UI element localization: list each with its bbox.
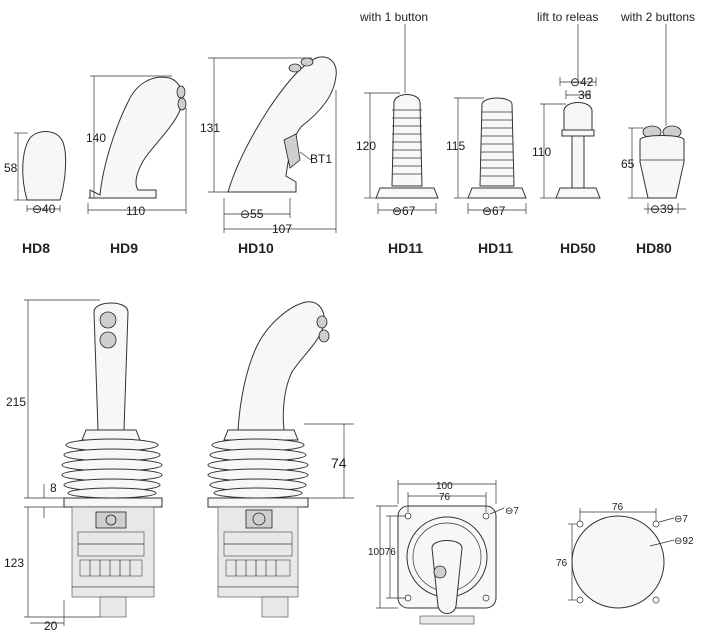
hd8-handle bbox=[14, 131, 67, 212]
hd11b-height: 115 bbox=[446, 139, 465, 153]
hd11a-diameter: ⊖67 bbox=[392, 204, 416, 218]
hd50-note: lift to releas bbox=[537, 10, 598, 24]
front-gap: 8 bbox=[50, 481, 57, 495]
side-view-joystick bbox=[207, 301, 330, 618]
cutout-width: 76 bbox=[612, 502, 624, 513]
top-inner-width: 76 bbox=[439, 492, 451, 503]
cutout-height: 76 bbox=[556, 558, 568, 569]
hd10-bt1: BT1 bbox=[310, 152, 332, 166]
hd80-height: 65 bbox=[621, 157, 635, 171]
hd50-top: ⊖42 bbox=[570, 75, 594, 89]
side-boot-height: 74 bbox=[331, 455, 347, 471]
hd8-diameter: ⊖40 bbox=[32, 202, 56, 216]
hd9-handle bbox=[87, 75, 187, 214]
hd11-note: with 1 button bbox=[359, 10, 428, 24]
hd9-width: 110 bbox=[126, 204, 145, 218]
hd11b-handle bbox=[454, 97, 527, 214]
cutout-hole: ⊖7 bbox=[674, 514, 688, 525]
top-outer-width: 100 bbox=[436, 481, 453, 492]
hd10-label: HD10 bbox=[238, 240, 274, 256]
top-view-plate bbox=[397, 505, 497, 625]
front-base: 20 bbox=[44, 619, 58, 633]
hd8-label: HD8 bbox=[22, 240, 50, 256]
hd9-height: 140 bbox=[86, 131, 106, 145]
hd10-handle bbox=[208, 56, 337, 233]
top-left-dims: 10076 bbox=[368, 547, 396, 558]
front-height: 215 bbox=[6, 395, 26, 409]
cutout-circle: ⊖92 bbox=[674, 536, 694, 547]
hd80-note: with 2 buttons bbox=[620, 10, 695, 24]
hd11a-handle bbox=[364, 92, 439, 214]
top-hole: ⊖7 bbox=[505, 506, 519, 517]
hd50-height: 110 bbox=[532, 145, 551, 159]
hd10-height: 131 bbox=[200, 121, 220, 135]
hd80-label: HD80 bbox=[636, 240, 672, 256]
hd11a-height: 120 bbox=[356, 139, 376, 153]
hd11b-diameter: ⊖67 bbox=[482, 204, 506, 218]
hd8-height: 58 bbox=[4, 161, 18, 175]
hd80-handle bbox=[628, 125, 686, 214]
front-body-height: 123 bbox=[4, 556, 24, 570]
hd80-diameter: ⊖39 bbox=[650, 202, 674, 216]
front-view-joystick bbox=[61, 302, 163, 618]
hd50-label: HD50 bbox=[560, 240, 596, 256]
hd50-handle bbox=[540, 77, 601, 199]
hd10-base: ⊖55 bbox=[240, 207, 264, 221]
panel-cutout bbox=[571, 515, 665, 609]
hd11b-label: HD11 bbox=[478, 240, 513, 256]
hd50-mid: 36 bbox=[578, 88, 592, 102]
hd10-width: 107 bbox=[272, 222, 292, 236]
hd11a-label: HD11 bbox=[388, 240, 423, 256]
hd9-label: HD9 bbox=[110, 240, 138, 256]
